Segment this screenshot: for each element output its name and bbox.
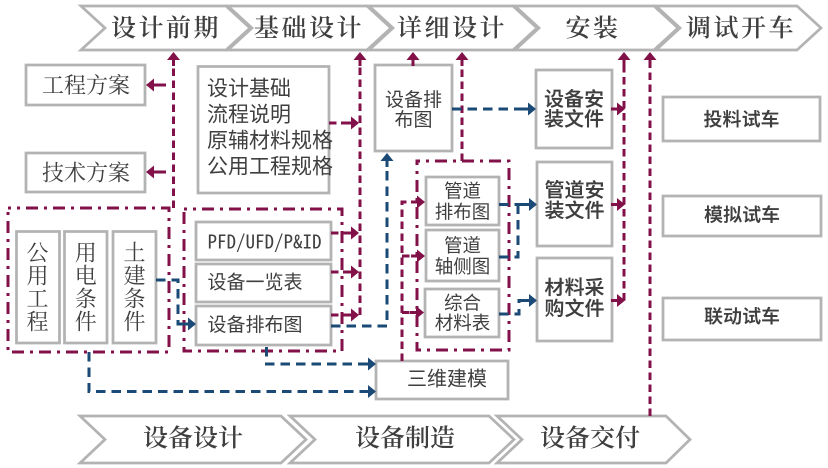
- svg-text:件: 件: [75, 310, 97, 335]
- svg-text:设备交付: 设备交付: [540, 425, 640, 453]
- svg-text:条: 条: [123, 287, 145, 312]
- svg-text:设备制造: 设备制造: [355, 425, 455, 453]
- svg-text:PFD/UFD/P&ID: PFD/UFD/P&ID: [208, 228, 322, 255]
- svg-text:基础设计: 基础设计: [254, 15, 364, 43]
- svg-text:管道: 管道: [444, 235, 481, 256]
- svg-text:工: 工: [26, 287, 48, 312]
- svg-text:设备设计: 设备设计: [143, 425, 243, 453]
- svg-text:材料表: 材料表: [435, 313, 491, 334]
- svg-text:购文件: 购文件: [545, 299, 605, 321]
- svg-text:技术方案: 技术方案: [42, 161, 130, 186]
- svg-text:用: 用: [75, 241, 97, 266]
- svg-text:模拟试车: 模拟试车: [704, 205, 780, 227]
- svg-text:程: 程: [26, 310, 48, 335]
- svg-text:公: 公: [26, 241, 48, 266]
- svg-text:装文件: 装文件: [544, 108, 604, 131]
- svg-text:联动试车: 联动试车: [704, 306, 780, 328]
- svg-text:电: 电: [75, 264, 97, 289]
- svg-text:设备排: 设备排: [385, 89, 442, 111]
- svg-text:原辅材料规格: 原辅材料规格: [207, 130, 333, 153]
- svg-text:材料采: 材料采: [545, 277, 605, 300]
- svg-text:设备排布图: 设备排布图: [208, 314, 303, 336]
- svg-text:条: 条: [75, 287, 97, 312]
- svg-text:调试开车: 调试开车: [686, 15, 796, 43]
- svg-text:设计前期: 设计前期: [111, 15, 221, 43]
- svg-text:用: 用: [26, 264, 48, 289]
- svg-text:综合: 综合: [444, 293, 481, 314]
- svg-text:投料试车: 投料试车: [703, 109, 779, 131]
- svg-text:建: 建: [123, 264, 145, 289]
- svg-text:公用工程规格: 公用工程规格: [207, 156, 333, 179]
- svg-text:布图: 布图: [394, 109, 432, 131]
- svg-text:安装: 安装: [565, 15, 620, 43]
- svg-text:流程说明: 流程说明: [207, 104, 291, 127]
- svg-text:工程方案: 工程方案: [42, 73, 130, 98]
- svg-text:详细设计: 详细设计: [397, 15, 507, 43]
- svg-text:件: 件: [123, 310, 145, 335]
- svg-text:管道: 管道: [444, 181, 481, 202]
- svg-text:设备安: 设备安: [544, 88, 604, 111]
- svg-text:土: 土: [123, 241, 145, 266]
- svg-text:设计基础: 设计基础: [207, 78, 291, 101]
- svg-text:轴侧图: 轴侧图: [435, 256, 491, 277]
- svg-text:三维建模: 三维建模: [407, 368, 487, 391]
- svg-text:排布图: 排布图: [435, 202, 491, 223]
- svg-text:装文件: 装文件: [545, 200, 605, 223]
- svg-text:管道安: 管道安: [545, 179, 605, 202]
- svg-text:设备一览表: 设备一览表: [208, 272, 303, 294]
